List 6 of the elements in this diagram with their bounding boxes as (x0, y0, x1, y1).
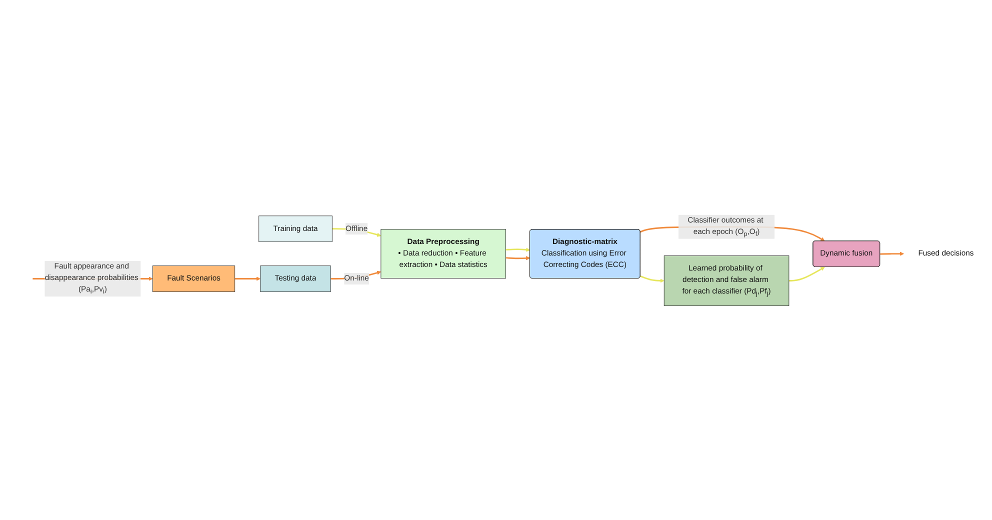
arrow (506, 247, 530, 252)
arrow (788, 266, 825, 282)
arrow (640, 275, 664, 283)
arrow (880, 251, 904, 256)
arrow (234, 276, 261, 281)
arrow (506, 256, 530, 260)
